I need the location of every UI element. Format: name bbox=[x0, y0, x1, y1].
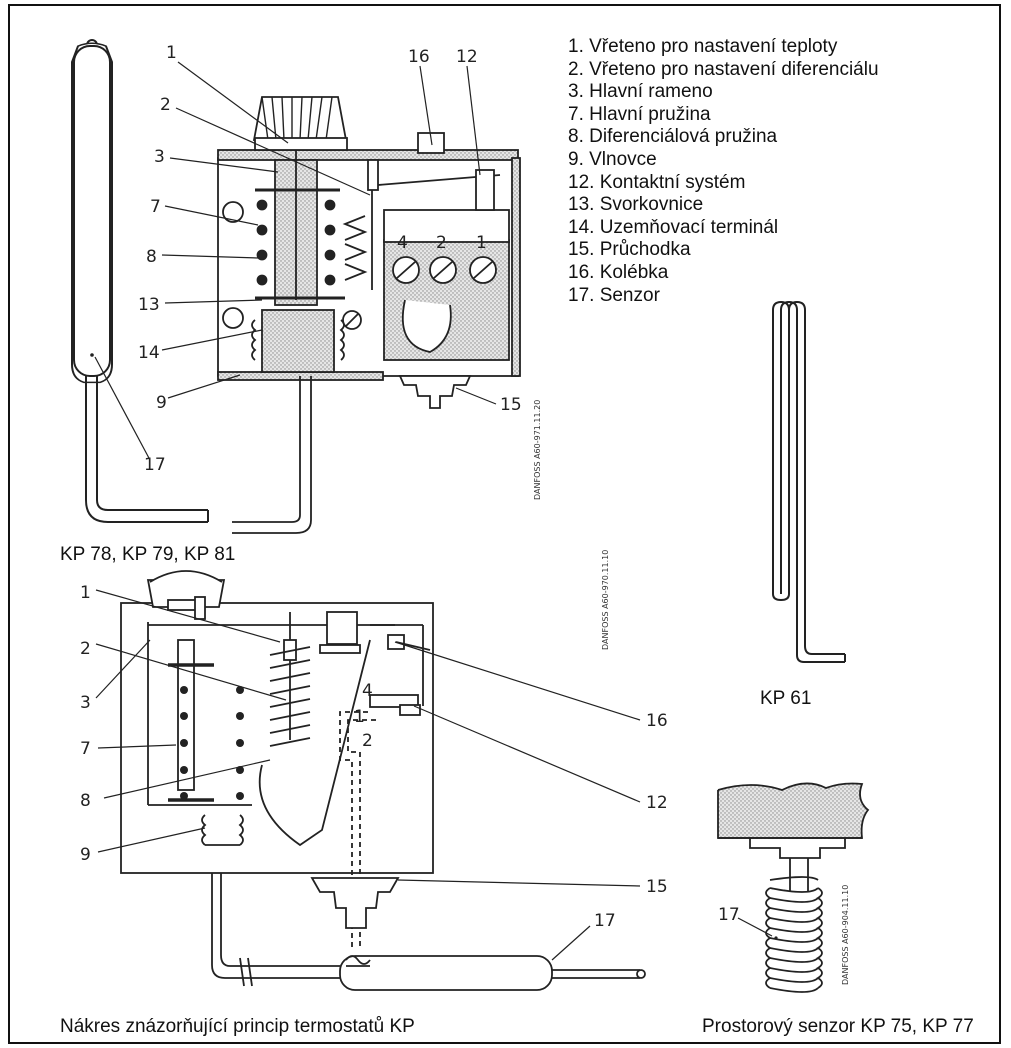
callout-top-13: 13 bbox=[138, 295, 160, 315]
callout-bottom-contact-2: 2 bbox=[362, 731, 373, 751]
callout-bottom-3: 3 bbox=[80, 693, 91, 713]
callout-top-16: 16 bbox=[408, 47, 430, 67]
sensor-dot bbox=[90, 353, 94, 357]
stamp-top: DANFOSS A60-971.11.20 bbox=[533, 400, 542, 500]
callout-bottom-2: 2 bbox=[80, 639, 91, 659]
stamp-bottom: DANFOSS A60-970.11.10 bbox=[601, 550, 610, 650]
callout-top-15: 15 bbox=[500, 395, 522, 415]
legend-item: 17. Senzor bbox=[568, 284, 660, 306]
callout-top-terminal-1: 1 bbox=[476, 233, 487, 253]
callout-bottom-8: 8 bbox=[80, 791, 91, 811]
callout-top-9: 9 bbox=[156, 393, 167, 413]
top-thermostat-cutaway bbox=[217, 96, 521, 534]
callout-top-1: 1 bbox=[166, 43, 177, 63]
callout-bottom-contact-1: 1 bbox=[354, 707, 365, 727]
top-callout-numbers: 1 2 3 7 8 13 14 9 16 12 15 17 4 2 1 bbox=[138, 43, 522, 475]
callout-top-17: 17 bbox=[144, 455, 166, 475]
callout-top-14: 14 bbox=[138, 343, 160, 363]
legend-item: 15. Průchodka bbox=[568, 239, 691, 261]
kp61-sensor bbox=[772, 300, 846, 663]
callout-top-terminal-4: 4 bbox=[397, 233, 408, 253]
legend-item: 13. Svorkovnice bbox=[568, 194, 704, 216]
callout-top-7: 7 bbox=[150, 197, 161, 217]
principle-callout-leaders bbox=[95, 589, 641, 961]
caption-room-sensor: Prostorový senzor KP 75, KP 77 bbox=[702, 1016, 974, 1037]
callout-top-terminal-2: 2 bbox=[436, 233, 447, 253]
top-bulb-sensor bbox=[71, 39, 209, 523]
caption-principle-diagram: Nákres znázorňující princip termostatů K… bbox=[60, 1016, 415, 1037]
callout-top-3: 3 bbox=[154, 147, 165, 167]
top-callout-leaders bbox=[94, 61, 497, 461]
legend-item: 9. Vlnovce bbox=[568, 148, 657, 170]
callout-top-2: 2 bbox=[160, 95, 171, 115]
legend-item: 14. Uzemňovací terminál bbox=[568, 216, 779, 238]
legend-item: 2. Vřeteno pro nastavení diferenciálu bbox=[568, 58, 879, 80]
room-sensor-dot bbox=[774, 936, 778, 940]
legend-item: 12. Kontaktní systém bbox=[568, 171, 746, 193]
callout-bottom-15: 15 bbox=[646, 877, 668, 897]
legend-item: 8. Diferenciálová pružina bbox=[568, 126, 778, 148]
legend-item: 3. Hlavní rameno bbox=[568, 81, 713, 103]
caption-kp61: KP 61 bbox=[760, 688, 812, 709]
callout-bottom-1: 1 bbox=[80, 583, 91, 603]
callout-top-8: 8 bbox=[146, 247, 157, 267]
callout-bottom-contact-4: 4 bbox=[362, 681, 373, 701]
legend-item: 16. Kolébka bbox=[568, 261, 669, 283]
caption-top-diagram: KP 78, KP 79, KP 81 bbox=[60, 544, 236, 565]
parts-legend: 1. Vřeteno pro nastavení teploty 2. Vřet… bbox=[568, 36, 879, 307]
legend-item: 1. Vřeteno pro nastavení teploty bbox=[568, 36, 838, 57]
callout-bottom-7: 7 bbox=[80, 739, 91, 759]
principle-thermostat bbox=[120, 570, 646, 991]
principle-callout-numbers: 1 2 3 7 8 9 16 12 15 17 4 1 2 bbox=[80, 583, 668, 931]
callout-bottom-17: 17 bbox=[594, 911, 616, 931]
callout-bottom-16: 16 bbox=[646, 711, 668, 731]
callout-bottom-9: 9 bbox=[80, 845, 91, 865]
room-sensor bbox=[717, 782, 870, 993]
callout-bottom-12: 12 bbox=[646, 793, 668, 813]
callout-top-12: 12 bbox=[456, 47, 478, 67]
stamp-sensor: DANFOSS A60-904.11.10 bbox=[841, 885, 850, 985]
legend-item: 7. Hlavní pružina bbox=[568, 103, 711, 125]
callout-sensor-17: 17 bbox=[718, 905, 740, 925]
